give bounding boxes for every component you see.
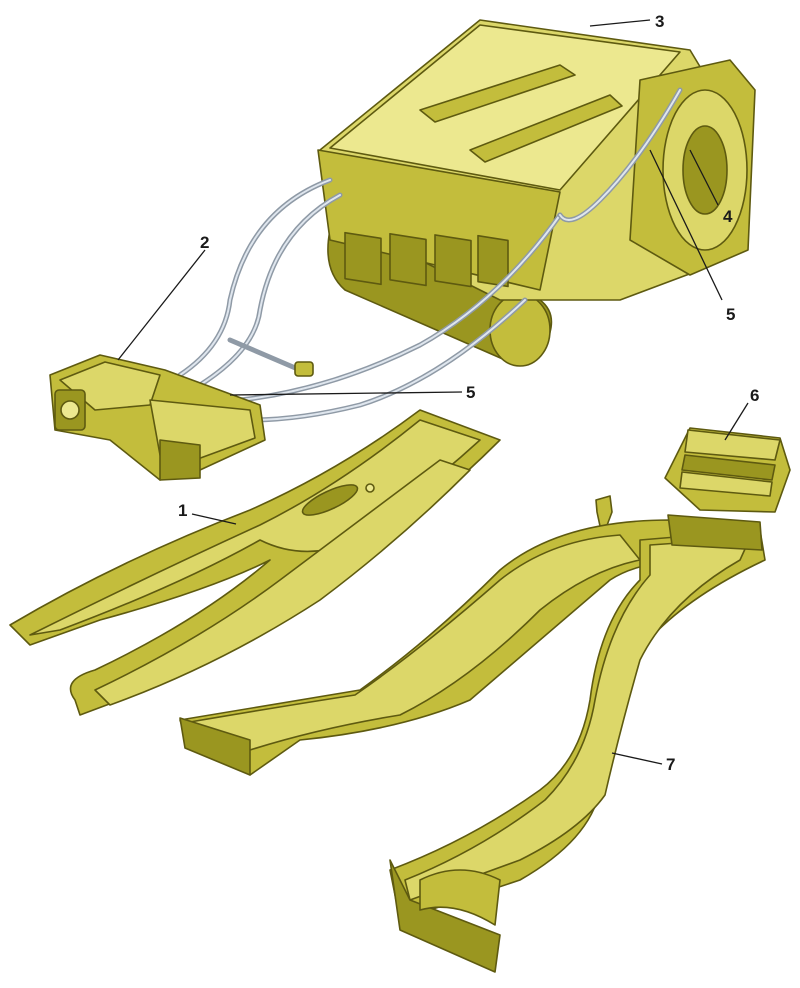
heater-housing <box>317 19 756 367</box>
callout-7: 7 <box>666 755 675 774</box>
control-cables <box>177 87 683 423</box>
leader-4 <box>689 149 719 206</box>
callout-5-upper: 5 <box>726 305 735 324</box>
leader-6 <box>724 402 749 441</box>
leader-1 <box>191 513 237 525</box>
rear-air-duct <box>179 514 766 973</box>
leader-3 <box>589 19 651 27</box>
duct-connector <box>664 427 791 513</box>
leader-lines <box>117 19 749 765</box>
callout-5-lower: 5 <box>466 383 475 402</box>
callout-2: 2 <box>200 233 209 252</box>
callout-labels: 3 4 5 2 5 1 6 7 <box>178 12 759 774</box>
leader-5a <box>649 149 723 301</box>
front-air-duct <box>9 409 501 716</box>
callout-3: 3 <box>655 12 664 31</box>
leader-7 <box>611 752 663 765</box>
leader-5b <box>229 391 463 396</box>
callout-6: 6 <box>750 386 759 405</box>
fastener-bolt <box>595 495 613 529</box>
callout-1: 1 <box>178 501 187 520</box>
callout-4: 4 <box>723 207 733 226</box>
control-unit <box>49 354 266 481</box>
leader-2 <box>117 249 206 361</box>
